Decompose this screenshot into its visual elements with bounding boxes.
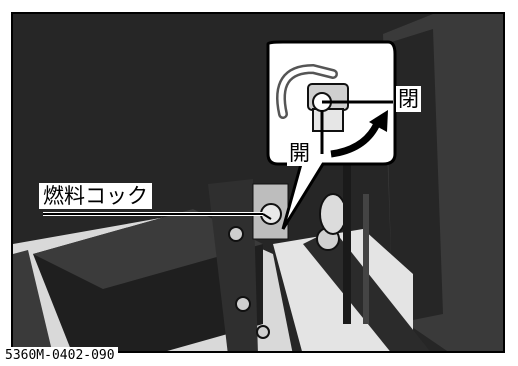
fuel-cock-label: 燃料コック bbox=[39, 183, 152, 209]
figure-frame bbox=[11, 12, 505, 353]
valve-closed-label: 閉 bbox=[396, 86, 421, 112]
machine-illustration bbox=[13, 14, 503, 351]
valve-open-label: 開 bbox=[287, 140, 312, 166]
figure-code: 5360M-0402-090 bbox=[2, 347, 118, 364]
